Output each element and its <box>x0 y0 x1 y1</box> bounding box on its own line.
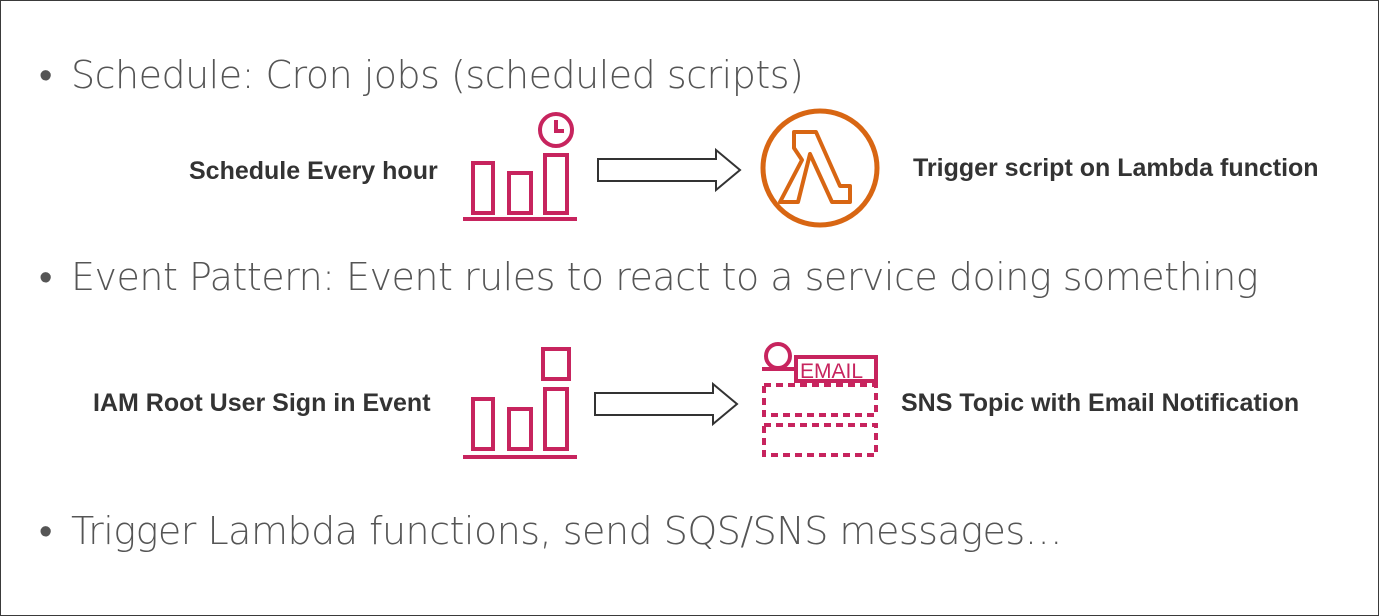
eventbridge-schedule-icon <box>463 112 577 221</box>
schedule-label: Schedule Every hour <box>189 157 438 185</box>
arrow-right-icon <box>597 147 742 193</box>
bullet-marker: • <box>39 509 52 553</box>
lambda-label: Trigger script on Lambda function <box>913 154 1319 182</box>
lambda-icon <box>760 108 880 228</box>
bullet-trigger: • Trigger Lambda functions, send SQS/SNS … <box>39 509 1063 554</box>
iam-event-label: IAM Root User Sign in Event <box>93 389 431 417</box>
bullet-marker: • <box>39 53 52 97</box>
bullet-schedule: • Schedule: Cron jobs (scheduled scripts) <box>39 53 804 98</box>
eventbridge-event-icon <box>463 347 577 459</box>
email-tag-text: EMAIL <box>800 360 863 383</box>
bullet-text: Schedule: Cron jobs (scheduled scripts) <box>71 53 804 97</box>
arrow-right-icon <box>594 381 739 427</box>
sns-email-notification-icon: EMAIL <box>762 342 878 457</box>
bullet-text: Event Pattern: Event rules to react to a… <box>71 255 1259 299</box>
sns-label: SNS Topic with Email Notification <box>901 389 1300 417</box>
bullet-marker: • <box>39 255 52 299</box>
bullet-text: Trigger Lambda functions, send SQS/SNS m… <box>71 509 1063 553</box>
bullet-event-pattern: • Event Pattern: Event rules to react to … <box>39 255 1259 300</box>
